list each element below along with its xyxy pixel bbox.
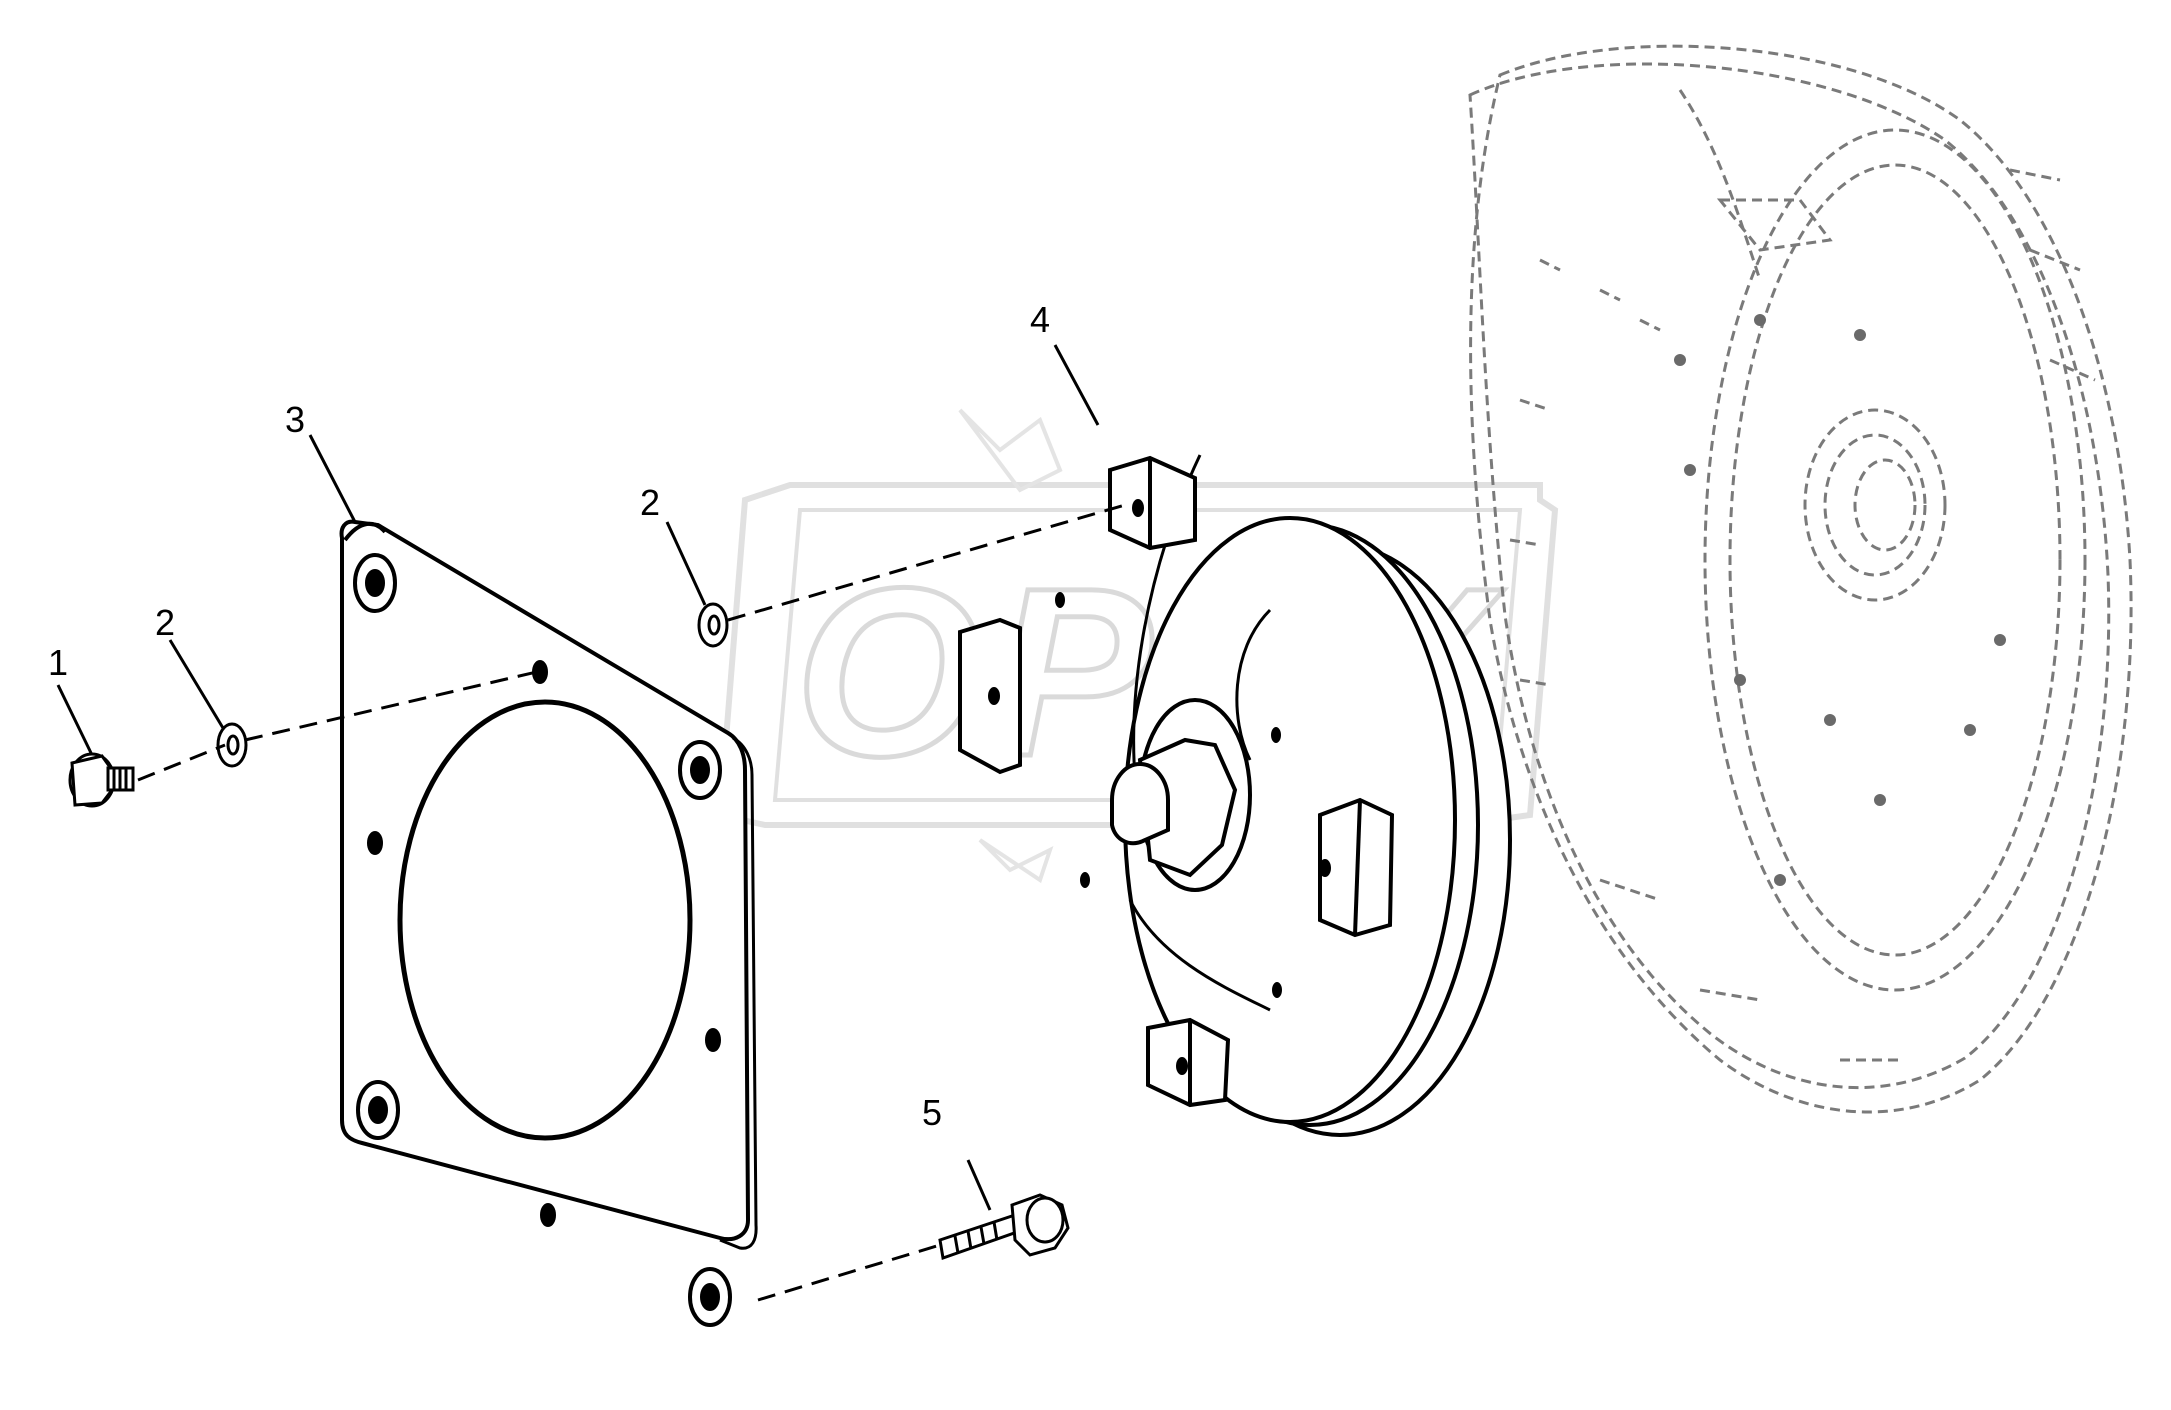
callout-2-washer-left: 2: [155, 602, 175, 643]
callout-3: 3: [285, 399, 305, 440]
flywheel-housing-ghost: [1468, 44, 2133, 1114]
callout-4: 4: [1030, 299, 1050, 340]
callout-2-washer-right: 2: [640, 482, 660, 523]
callout-5: 5: [922, 1092, 942, 1133]
washer-left: [216, 722, 248, 768]
callout-1: 1: [48, 642, 68, 683]
torque-converter: [958, 454, 1512, 1137]
leader-lines: [56, 344, 1100, 1211]
assembly-lines: [137, 503, 1126, 1302]
long-bolt: [938, 1193, 1070, 1261]
converter-holes: [988, 499, 1331, 1075]
small-bolt: [68, 752, 135, 808]
flywheel-bolt-holes: [1674, 314, 2006, 886]
washer-right: [697, 602, 729, 648]
adapter-plate: [339, 519, 751, 1327]
adapter-plate-edge: [719, 736, 758, 1250]
plate-bolt-holes: [353, 553, 732, 1327]
